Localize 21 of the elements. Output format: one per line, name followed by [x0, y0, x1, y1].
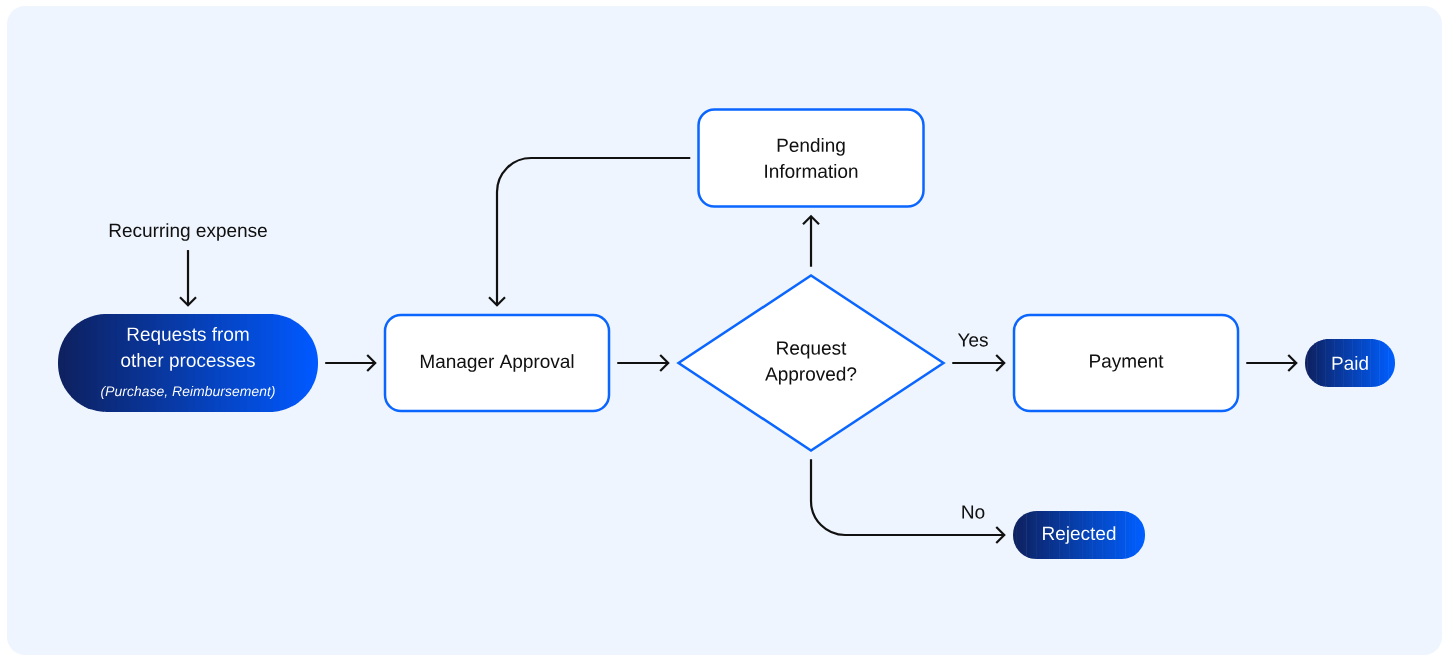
- edge-label: Yes: [956, 332, 990, 348]
- process-box: Pending Information: [697, 108, 925, 208]
- arrow: [952, 354, 1006, 372]
- node-label: Requests from other processes: [121, 327, 255, 371]
- arrow: [617, 354, 670, 372]
- node-label: Rejected: [1043, 526, 1116, 544]
- process-box: Manager Approval: [383, 313, 611, 413]
- arrow: [1246, 354, 1298, 372]
- start-terminal: Requests from other processes (Purchase, Reimbursement): [58, 314, 318, 412]
- arrow: [179, 250, 197, 307]
- process-box: Payment: [1012, 313, 1240, 413]
- edge-label: No: [959, 504, 987, 520]
- start-label: Recurring expense: [109, 223, 267, 241]
- arrow: [809, 459, 1006, 544]
- node-label: Paid: [1332, 356, 1368, 370]
- terminal-pill: Paid: [1305, 339, 1395, 387]
- terminal-pill: Rejected: [1013, 511, 1145, 559]
- arrow: [488, 156, 691, 307]
- node-label: (Purchase, Reimbursement): [101, 385, 275, 399]
- arrow: [802, 214, 820, 267]
- arrow: [325, 354, 377, 372]
